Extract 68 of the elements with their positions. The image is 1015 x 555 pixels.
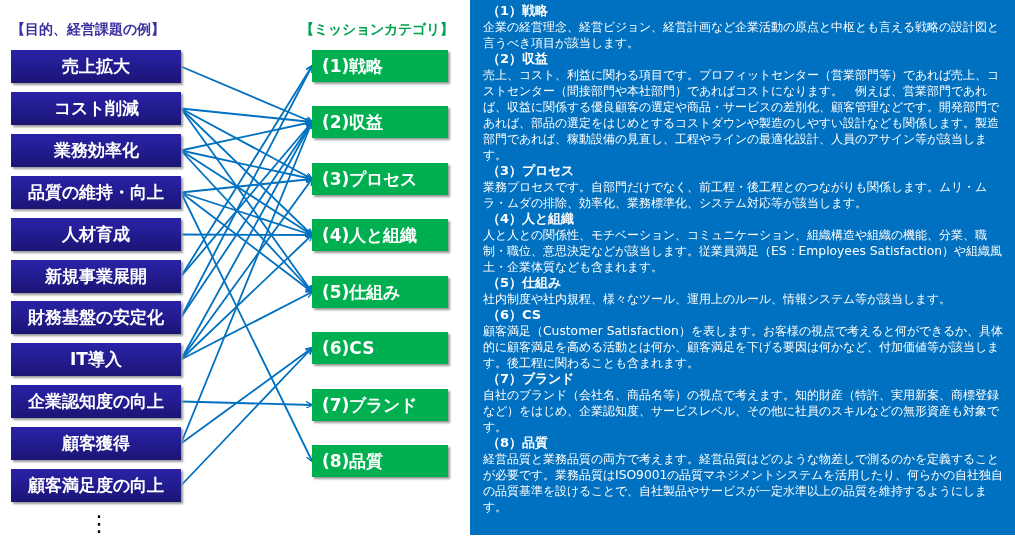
issue-box	[11, 218, 181, 251]
column-heading: 【ミッションカテゴリ】	[300, 21, 454, 39]
category-box	[312, 219, 448, 251]
description-text: 人と人との関係性、モチベーション、コミュニケーション、組織構造や組織の機能、分業、職制・職位、意思決定などが該当します。従業員満足（ES：Employees Satisfaction）や組織風土・企業体質なども含まれます。	[483, 227, 1003, 275]
arrow	[180, 149, 314, 236]
category-box	[312, 445, 448, 477]
description-text: 顧客満足（Customer Satisfaction）を表します。お客様の視点で考えると何ができるか、具体的に顧客満足を高める活動とは何か、顧客満足を下げる要因は何かなど、付加価値等が該当します。後工程に関わることも含まれます。	[483, 323, 1004, 371]
issue-box	[11, 134, 181, 167]
description-text: 売上、コスト、利益に関わる項目です。プロフィットセンター（営業部門等）であれば売上、コストセンター（間接部門や本社部門）であればコストになります。 例えば、営業部門であれば、収益に関係する優良顧客の選定や商品・サービスの差別化、顧客管理などです。開発部門であれば、部品の選定をはじめとするコストダウンや製造のしやすい設計なども関係します。製造部門であれば、稼動設備の見直し、工程やラインの最適化設計、人員のアサイン等が該当します。	[483, 67, 1000, 163]
issue-box	[11, 50, 181, 83]
category-label: (8)品質	[322, 449, 384, 473]
description-heading: （6）CS	[486, 307, 543, 323]
category-box	[312, 163, 448, 195]
arrow	[180, 346, 314, 445]
category-label: (3)プロセス	[322, 167, 418, 191]
description-heading: （8）品質	[486, 435, 550, 451]
issue-label: 業務効率化	[53, 139, 139, 162]
issue-box	[11, 92, 181, 125]
issue-box	[11, 427, 181, 460]
arrow	[180, 149, 314, 182]
description-heading: （3）プロセス	[486, 163, 576, 179]
issue-label: IT導入	[70, 348, 122, 371]
arrow	[180, 191, 314, 294]
arrow	[180, 291, 314, 361]
issue-label: 顧客獲得	[62, 432, 130, 455]
description-heading: （7）ブランド	[486, 371, 576, 387]
arrow	[180, 233, 314, 361]
issue-label: 企業認知度の向上	[28, 390, 164, 413]
description-text: 企業の経営理念、経営ビジョン、経営計画など企業活動の原点と中枢とも言える戦略の設計図と言うべき項目が該当します。	[483, 19, 1000, 51]
issue-label: コスト削減	[53, 97, 139, 120]
continuation-dots: ⋮	[88, 510, 110, 538]
arrow	[180, 346, 314, 487]
arrow	[180, 400, 314, 409]
category-box	[312, 50, 448, 82]
description-heading: （1）戦略	[486, 3, 550, 19]
description-panel	[470, 0, 1015, 535]
issue-label: 売上拡大	[62, 55, 130, 78]
arrow	[180, 107, 314, 180]
issue-label: 人材育成	[62, 223, 130, 246]
issue-label: 新規事業展開	[45, 265, 147, 288]
category-label: (4)人と組織	[322, 223, 418, 247]
description-text: 業務プロセスです。自部門だけでなく、前工程・後工程とのつながりも関係します。ムリ・ムラ・ムダの排除、効率化、業務標準化、システム対応等が該当します。	[483, 179, 988, 211]
issue-box	[11, 301, 181, 334]
issue-label: 顧客満足度の向上	[28, 474, 164, 497]
category-box	[312, 276, 448, 308]
category-box	[312, 332, 448, 364]
category-label: (7)ブランド	[322, 393, 418, 417]
category-label: (1)戦略	[322, 54, 384, 78]
issue-box	[11, 385, 181, 418]
category-box	[312, 106, 448, 138]
category-box	[312, 389, 448, 421]
category-label: (6)CS	[322, 338, 375, 358]
description-text: 自社のブランド（会社名、商品名等）の視点で考えます。知的財産（特許、実用新案、商標登録など）をはじめ、企業認知度、サービスレベル、その他に社員のスキルなどの無形資産も対象です。	[483, 387, 1000, 435]
description-heading: （4）人と組織	[486, 211, 576, 227]
issue-box	[11, 343, 181, 376]
category-label: (2)収益	[322, 110, 384, 134]
description-heading: （2）収益	[486, 51, 550, 67]
issue-label: 財務基盤の安定化	[28, 306, 164, 329]
description-text: 経営品質と業務品質の両方で考えます。経営品質はどのような物差しで測るのかを定義することが必要です。業務品質はISO9001の品質マネジメントシステムを活用したり、何らかの自社独自の品質基準を設けることで、自社製品やサービスが一定水準以上の品質を維持するようにします。	[483, 451, 1005, 515]
issue-label: 品質の維持・向上	[28, 181, 164, 204]
description-text: 社内制度や社内規程、様々なツール、運用上のルール、情報システム等が該当します。	[483, 291, 952, 307]
issue-box	[11, 176, 181, 209]
category-label: (5)仕組み	[322, 280, 401, 304]
column-heading: 【目的、経営課題の例】	[11, 21, 165, 39]
issue-box	[11, 260, 181, 293]
issue-box	[11, 469, 181, 502]
arrow	[180, 65, 314, 124]
description-heading: （5）仕組み	[486, 275, 563, 291]
